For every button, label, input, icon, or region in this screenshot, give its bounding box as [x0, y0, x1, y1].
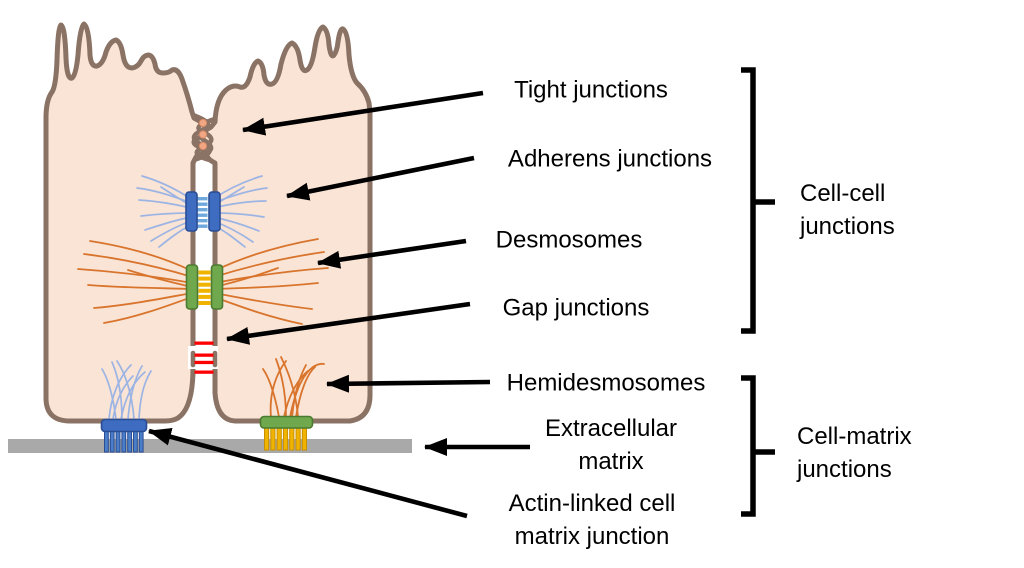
tight-junction-structure: [190, 112, 218, 163]
actin-linked-cell-matrix-junction-structure: [100, 360, 152, 453]
label-cell-matrix-line1: Cell-matrix: [797, 423, 912, 450]
label-cell-cell-line1: Cell-cell: [800, 180, 886, 207]
label-gap-junctions: Gap junctions: [502, 294, 650, 322]
label-extracellular-matrix: Extracellular matrix: [545, 412, 677, 478]
label-adherens-junctions: Adherens junctions: [507, 145, 713, 173]
label-cell-cell-junctions: Cell-cell junctions: [800, 177, 895, 243]
label-cell-matrix-junctions: Cell-matrix junctions: [797, 420, 912, 486]
label-tight-junctions: Tight junctions: [514, 76, 668, 104]
arrow-desmosomes: [317, 238, 467, 269]
label-hemidesmosomes: Hemidesmosomes: [506, 369, 706, 397]
gap-junction-structure: [188, 341, 218, 374]
label-desmosomes: Desmosomes: [495, 226, 643, 254]
label-extracellular-matrix-line2: matrix: [578, 448, 644, 475]
label-cell-matrix-line2: junctions: [797, 456, 892, 483]
hemidesmosome-structure: [259, 356, 325, 451]
left-cell: [43, 21, 208, 424]
desmosome-structure: [77, 238, 329, 325]
label-actin-linked-line1: Actin-linked cell: [508, 490, 676, 517]
adherens-junction-structure: [136, 175, 268, 248]
bracket-cell-cell-junctions: [741, 67, 775, 334]
arrow-hemidesmosomes: [326, 374, 491, 393]
arrow-adherens-junctions: [286, 155, 475, 201]
label-actin-linked-cell-matrix-junction: Actin-linked cell matrix junction: [509, 487, 676, 553]
arrow-gap-junctions: [226, 301, 471, 345]
label-extracellular-matrix-line1: Extracellular: [544, 415, 678, 442]
arrow-tight-junctions: [242, 90, 484, 136]
label-cell-cell-line2: junctions: [800, 213, 895, 240]
label-actin-linked-line2: matrix junction: [514, 523, 670, 550]
annotation-arrows: [148, 90, 530, 519]
arrow-actin-linked-junction: [148, 427, 468, 519]
bracket-cell-matrix-junctions: [741, 375, 775, 517]
